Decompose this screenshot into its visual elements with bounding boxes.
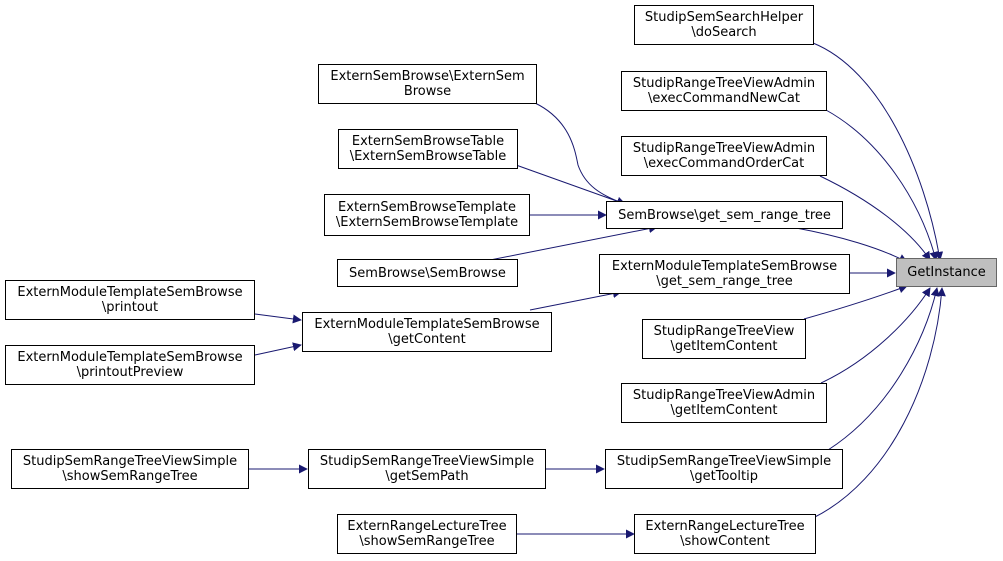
node-label: StudipSemSearchHelper xyxy=(644,10,804,25)
node-label: \printoutPreview xyxy=(76,365,184,380)
node-label: \printout xyxy=(101,300,159,315)
node-label: \getContent xyxy=(388,332,466,347)
node-getinstance[interactable]: GetInstance xyxy=(896,258,997,287)
edge-getcontent-to-emtsbtree xyxy=(529,289,622,311)
node-srtv-getitemcontent[interactable]: StudipRangeTreeView \getItemContent xyxy=(642,319,806,359)
node-label: ExternRangeLectureTree xyxy=(645,519,805,534)
node-externsembrowse[interactable]: ExternSemBrowse\ExternSem Browse xyxy=(318,64,537,104)
node-label: ExternModuleTemplateSemBrowse xyxy=(17,350,243,365)
node-emtsb-printoutpreview[interactable]: ExternModuleTemplateSemBrowse \printoutP… xyxy=(5,345,255,385)
node-label: ExternSemBrowseTable xyxy=(351,134,505,149)
node-externsembrowsetemplate[interactable]: ExternSemBrowseTemplate \ExternSemBrowse… xyxy=(324,194,530,236)
node-label: ExternSemBrowse\ExternSem xyxy=(330,69,525,84)
node-label: SemBrowse\SemBrowse xyxy=(349,265,506,281)
node-label: ExternModuleTemplateSemBrowse xyxy=(17,285,243,300)
node-dosearch[interactable]: StudipSemSearchHelper \doSearch xyxy=(634,5,814,45)
node-label: \get_sem_range_tree xyxy=(656,274,793,289)
node-label: StudipRangeTreeViewAdmin xyxy=(632,76,816,91)
node-sembrowse-sembrowse[interactable]: SemBrowse\SemBrowse xyxy=(337,259,518,287)
node-label: \execCommandOrderCat xyxy=(643,156,805,171)
node-label: GetInstance xyxy=(907,265,986,280)
node-label: ExternModuleTemplateSemBrowse xyxy=(314,317,540,332)
edge-srtvstooltip-to-getinstance xyxy=(827,287,940,451)
node-label: \execCommandNewCat xyxy=(648,91,800,106)
edge-dosearch-to-getinstance xyxy=(812,42,944,261)
edge-sembsemb-to-sembtree xyxy=(479,224,658,263)
node-label: \getItemContent xyxy=(670,339,778,354)
edge-srtvitem-to-getinstance xyxy=(803,284,908,320)
node-label: \showSemRangeTree xyxy=(62,469,198,484)
edge-printpreview-to-getcontent xyxy=(254,342,302,356)
node-execcommandnewcat[interactable]: StudipRangeTreeViewAdmin \execCommandNew… xyxy=(621,71,827,111)
node-label: \getSemPath xyxy=(385,469,469,484)
edge-execnewcat-to-getinstance xyxy=(825,109,939,261)
node-label: StudipSemRangeTreeViewSimple xyxy=(319,454,535,469)
node-label: StudipRangeTreeView xyxy=(653,324,795,339)
node-label: \showSemRangeTree xyxy=(359,534,495,549)
node-srtvs-showsemrangetree[interactable]: StudipSemRangeTreeViewSimple \showSemRan… xyxy=(11,449,249,489)
node-label: StudipRangeTreeViewAdmin xyxy=(632,141,816,156)
node-emtsb-get-sem-range-tree[interactable]: ExternModuleTemplateSemBrowse \get_sem_r… xyxy=(599,254,850,294)
node-erlt-showsemrangetree[interactable]: ExternRangeLectureTree \showSemRangeTree xyxy=(337,514,517,554)
node-label: Browse xyxy=(403,84,452,99)
edge-printout-to-getcontent xyxy=(254,313,302,324)
node-srtvs-getsempath[interactable]: StudipSemRangeTreeViewSimple \getSemPath xyxy=(308,449,546,489)
node-label: \showContent xyxy=(680,534,770,549)
node-label: StudipRangeTreeViewAdmin xyxy=(632,388,816,403)
node-erlt-showcontent[interactable]: ExternRangeLectureTree \showContent xyxy=(634,514,816,554)
node-label: \getTooltip xyxy=(690,469,758,484)
node-sembrowse-get-sem-range-tree[interactable]: SemBrowse\get_sem_range_tree xyxy=(606,201,843,229)
edge-execordercat-to-getinstance xyxy=(819,175,931,261)
edge-erltcontent-to-getinstance xyxy=(812,287,946,519)
node-srtvs-gettooltip[interactable]: StudipSemRangeTreeViewSimple \getTooltip xyxy=(605,449,843,489)
edge-esb-to-sembtree xyxy=(534,102,626,206)
node-label: StudipSemRangeTreeViewSimple xyxy=(616,454,832,469)
node-label: ExternSemBrowseTemplate xyxy=(338,200,516,215)
node-srtva-getitemcontent[interactable]: StudipRangeTreeViewAdmin \getItemContent xyxy=(621,383,827,423)
edge-sembtree-to-getinstance xyxy=(795,227,908,263)
node-emtsb-printout[interactable]: ExternModuleTemplateSemBrowse \printout xyxy=(5,280,255,320)
node-label: StudipSemRangeTreeViewSimple xyxy=(22,454,238,469)
node-label: SemBrowse\get_sem_range_tree xyxy=(618,207,831,223)
node-label: ExternRangeLectureTree xyxy=(347,519,507,534)
node-emtsb-getcontent[interactable]: ExternModuleTemplateSemBrowse \getConten… xyxy=(302,312,552,352)
edge-srtvaitem-to-getinstance xyxy=(820,287,931,384)
node-label: \doSearch xyxy=(691,25,757,40)
node-externsembrowsetable[interactable]: ExternSemBrowseTable \ExternSemBrowseTab… xyxy=(338,129,518,169)
node-label: ExternModuleTemplateSemBrowse xyxy=(611,259,838,274)
node-label: \getItemContent xyxy=(670,403,778,418)
edge-esbtable-to-sembtree xyxy=(515,164,626,206)
node-execcommandordercat[interactable]: StudipRangeTreeViewAdmin \execCommandOrd… xyxy=(621,136,827,176)
node-label: \ExternSemBrowseTemplate xyxy=(335,215,519,230)
node-label: \ExternSemBrowseTable xyxy=(349,149,507,164)
